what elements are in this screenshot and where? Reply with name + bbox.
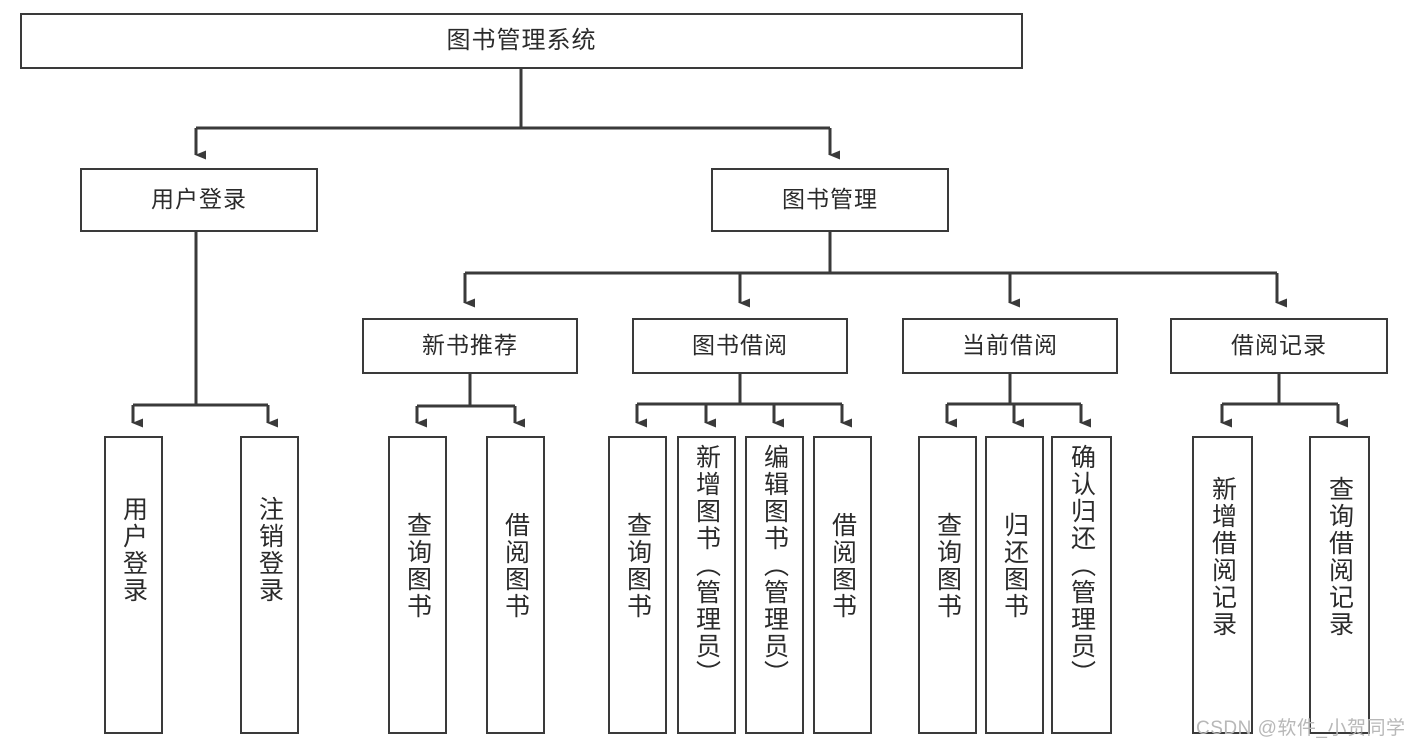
node-new-book-recommend-label: 新书推荐	[422, 332, 518, 359]
node-root-system[interactable]: 图书管理系统	[20, 13, 1023, 69]
node-leaf-add-book[interactable]: 新增图书（管理员）	[677, 436, 736, 734]
node-leaf-edit-book[interactable]: 编辑图书（管理员）	[745, 436, 804, 734]
node-root-system-label: 图书管理系统	[446, 26, 597, 54]
node-leaf-confirm-return[interactable]: 确认归还（管理员）	[1051, 436, 1112, 734]
node-leaf-query-record-label: 查询借阅记录	[1325, 476, 1354, 638]
node-borrow-record-label: 借阅记录	[1231, 332, 1327, 359]
node-borrow-record[interactable]: 借阅记录	[1170, 318, 1388, 374]
node-leaf-logout-login-label: 注销登录	[255, 496, 284, 604]
node-leaf-add-record-label: 新增借阅记录	[1208, 476, 1237, 638]
node-leaf-add-book-label: 新增图书（管理员）	[692, 444, 721, 687]
node-user-login[interactable]: 用户登录	[80, 168, 318, 232]
node-leaf-user-login[interactable]: 用户登录	[104, 436, 163, 734]
node-leaf-logout-login[interactable]: 注销登录	[240, 436, 299, 734]
node-leaf-borrow-book-2-label: 借阅图书	[828, 512, 857, 620]
node-book-manage-label: 图书管理	[782, 186, 878, 213]
node-leaf-confirm-return-label: 确认归还（管理员）	[1067, 444, 1096, 687]
node-leaf-query-book-3-label: 查询图书	[933, 512, 962, 620]
node-book-borrow-label: 图书借阅	[692, 332, 788, 359]
node-leaf-query-book-3[interactable]: 查询图书	[918, 436, 977, 734]
node-leaf-query-record[interactable]: 查询借阅记录	[1309, 436, 1370, 734]
node-leaf-query-book-1[interactable]: 查询图书	[388, 436, 447, 734]
node-leaf-return-book-label: 归还图书	[1000, 512, 1029, 620]
node-leaf-query-book-2[interactable]: 查询图书	[608, 436, 667, 734]
node-new-book-recommend[interactable]: 新书推荐	[362, 318, 578, 374]
node-leaf-query-book-1-label: 查询图书	[403, 512, 432, 620]
node-leaf-borrow-book-1-label: 借阅图书	[501, 512, 530, 620]
node-current-borrow-label: 当前借阅	[962, 332, 1058, 359]
node-leaf-borrow-book-1[interactable]: 借阅图书	[486, 436, 545, 734]
node-book-manage[interactable]: 图书管理	[711, 168, 949, 232]
node-leaf-add-record[interactable]: 新增借阅记录	[1192, 436, 1253, 734]
node-book-borrow[interactable]: 图书借阅	[632, 318, 848, 374]
node-leaf-edit-book-label: 编辑图书（管理员）	[760, 444, 789, 687]
node-leaf-user-login-label: 用户登录	[119, 496, 148, 604]
node-leaf-borrow-book-2[interactable]: 借阅图书	[813, 436, 872, 734]
node-current-borrow[interactable]: 当前借阅	[902, 318, 1118, 374]
node-leaf-query-book-2-label: 查询图书	[623, 512, 652, 620]
node-leaf-return-book[interactable]: 归还图书	[985, 436, 1044, 734]
node-user-login-label: 用户登录	[151, 186, 247, 213]
